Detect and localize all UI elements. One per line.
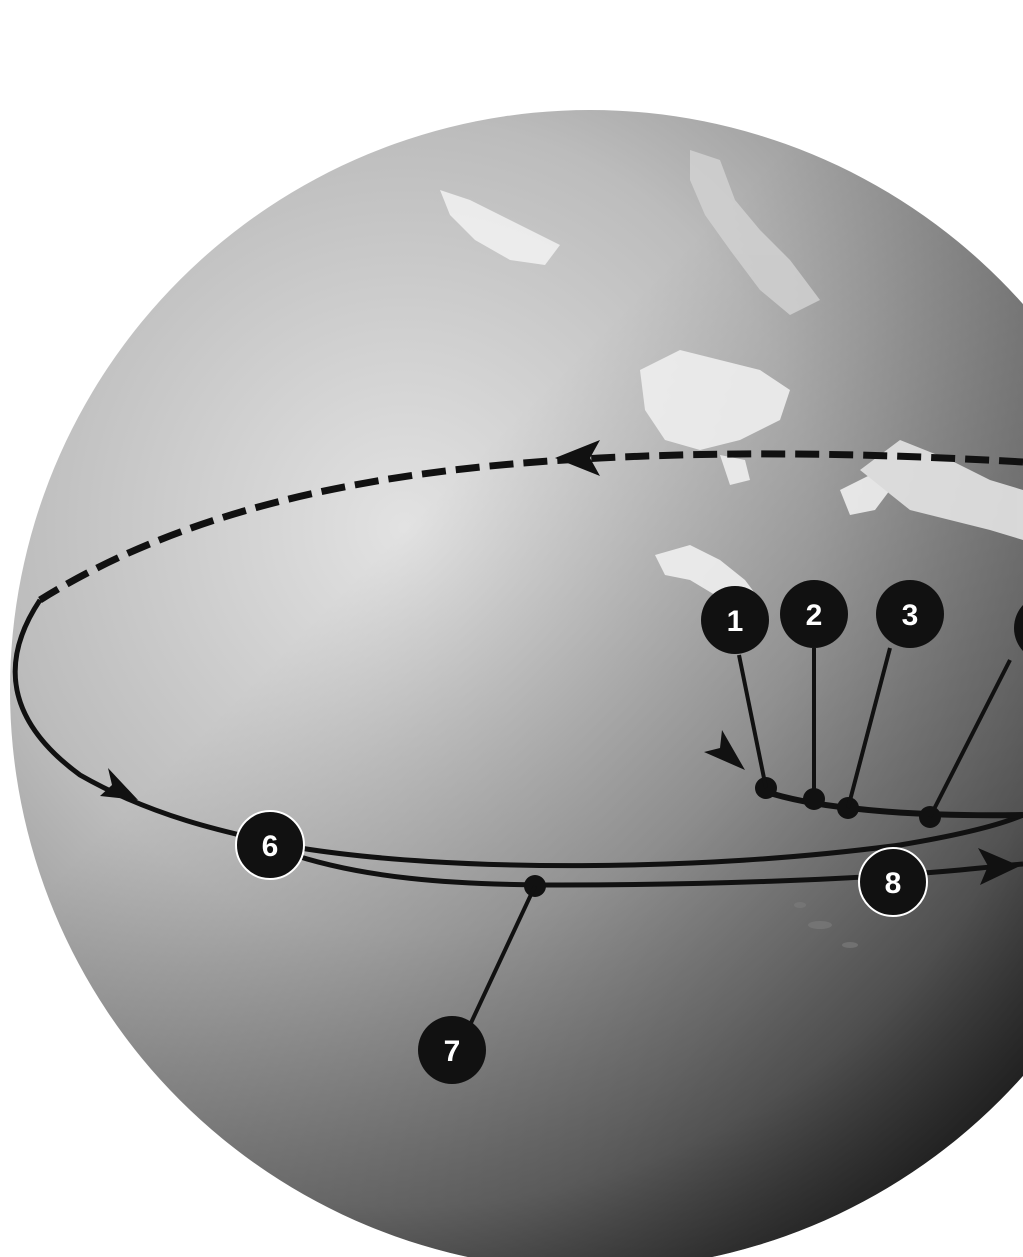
globe-terminator-shade — [10, 110, 1023, 1257]
marker-3: 3 — [876, 580, 944, 648]
globe — [10, 110, 1023, 1257]
marker-8-label: 8 — [885, 867, 902, 900]
marker-3-label: 3 — [902, 599, 919, 632]
island-1 — [808, 921, 832, 929]
marker-7-label: 7 — [444, 1035, 461, 1068]
island-3 — [794, 902, 806, 908]
marker-1-label: 1 — [727, 605, 744, 638]
marker-1: 1 — [701, 586, 769, 654]
marker-2-label: 2 — [806, 599, 823, 632]
marker-8: 8 — [859, 848, 927, 916]
marker-7: 7 — [418, 1016, 486, 1084]
island-2 — [842, 942, 858, 948]
marker-6: 6 — [236, 811, 304, 879]
marker-6-label: 6 — [262, 830, 279, 863]
marker-2: 2 — [780, 580, 848, 648]
